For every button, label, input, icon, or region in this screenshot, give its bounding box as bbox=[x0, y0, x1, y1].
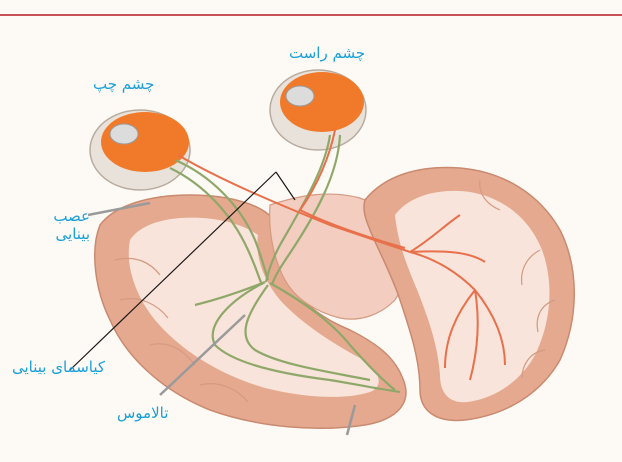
label-left-eye: چشم چپ bbox=[93, 75, 154, 93]
label-optic-nerve-line2: بینایی bbox=[30, 225, 90, 243]
right-eye bbox=[270, 70, 366, 150]
label-right-eye: چشم راست bbox=[289, 44, 365, 62]
label-optic-nerve: عصب بینایی bbox=[30, 207, 90, 243]
label-optic-nerve-line1: عصب bbox=[30, 207, 90, 225]
label-thalamus: تالاموس bbox=[117, 404, 168, 422]
left-eye bbox=[90, 110, 190, 190]
label-optic-chiasm: کیاسمای بینایی bbox=[12, 358, 105, 376]
